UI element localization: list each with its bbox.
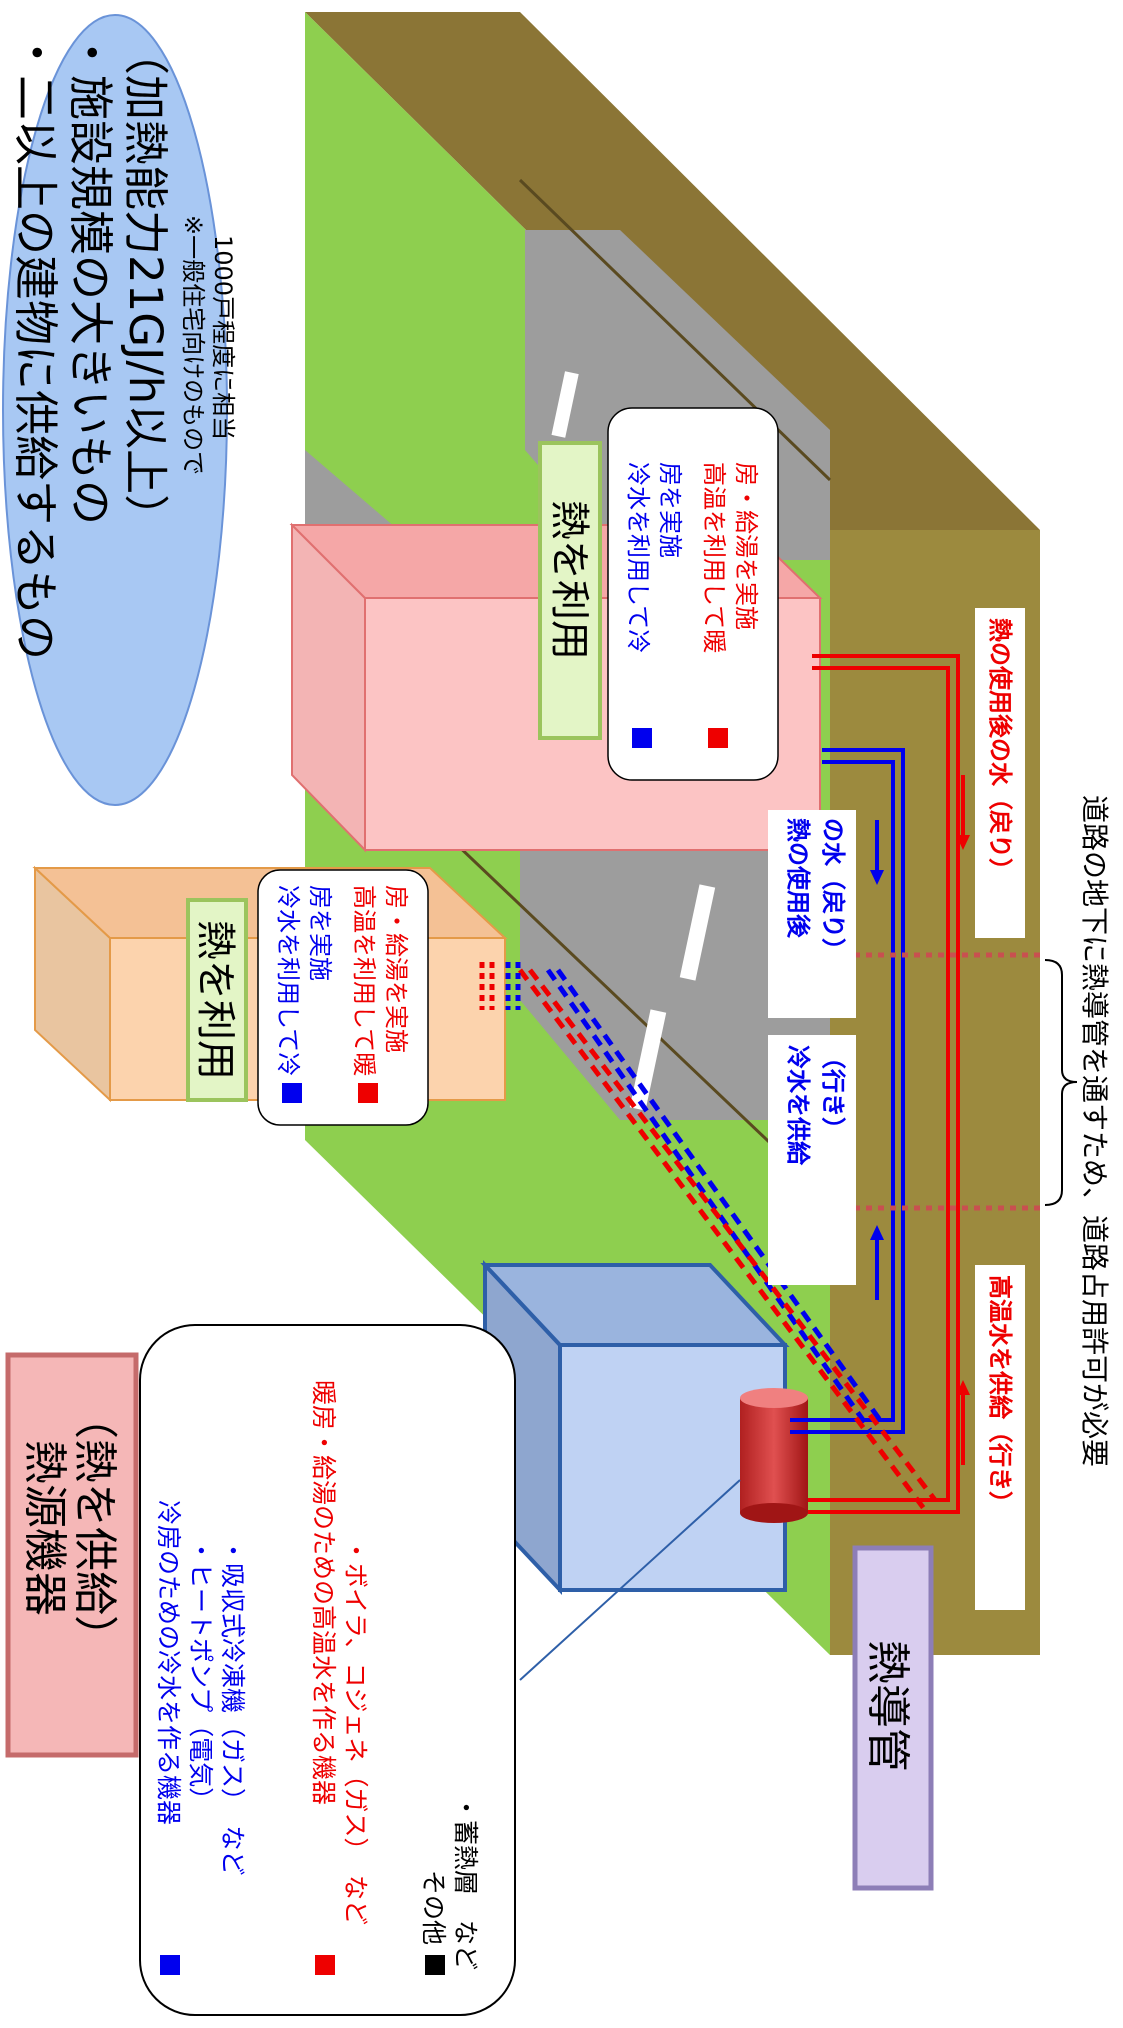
cold-supply-pipe <box>790 760 895 1422</box>
road-permit-brace <box>1044 959 1078 1206</box>
heat-other-head: その他 <box>419 1870 448 1945</box>
heat-source-title-box <box>5 1352 139 1758</box>
heat-use-orange: 熱を利用 冷水を利用して冷 房を実施 高温を利用して暖 房・給湯を実施 <box>186 869 429 1126</box>
use-cold-2: 房を実施 <box>306 885 334 981</box>
use-cold-1: 冷水を利用して冷 <box>274 885 302 1076</box>
cold-supply-label-2: （行き） <box>819 1045 847 1141</box>
heat-pipe-title: 熱導管 <box>862 1640 913 1772</box>
cold-arrow-down-head <box>870 870 884 885</box>
heat-pipe-title: 熱導管 <box>852 1545 934 1891</box>
heat-source-tank <box>740 1398 808 1513</box>
lane-marking <box>679 884 716 981</box>
heat-other-item1: ・蓄熱層 など <box>451 1795 480 1970</box>
heat-cold-item2: ・吸収式冷凍機（ガス） など <box>218 1538 247 1876</box>
heat-cold-item1: ・ヒートポンプ（電気） <box>186 1538 215 1812</box>
hot-square <box>315 1955 335 1975</box>
other-square <box>425 1955 445 1975</box>
pipe-labels: 冷水を供給 （行き） 熱の使用後 の水（戻り） 高温水を供給（行き） 熱の使用後… <box>768 608 1025 1610</box>
lane-marking <box>551 371 579 438</box>
cold-return-pipe <box>790 748 905 1434</box>
criteria-line2: ・施設規模の大きいもの <box>64 30 117 525</box>
heat-hot-head: 暖房・給湯のための高温水を作る機器 <box>309 1380 338 1805</box>
hot-supply-label: 高温水を供給（行き） <box>986 1275 1014 1515</box>
cold-square <box>632 728 652 748</box>
criteria-bubble: ・二以上の建物に供給するもの ・施設規模の大きいもの （加熱能力21GJ/h以上… <box>2 14 237 806</box>
heat-use-pink: 熱を利用 冷水を利用して冷 房を実施 高温を利用して暖 房・給湯を実施 <box>538 407 779 781</box>
use-hot-1: 高温を利用して暖 <box>350 885 378 1076</box>
use-hot-2: 房・給湯を実施 <box>382 885 410 1053</box>
heat-use-label: 熱を利用 <box>546 500 592 660</box>
pipe-to-orange-hot <box>528 968 937 1502</box>
tank-bottom <box>740 1503 808 1523</box>
callout-line <box>519 1479 741 1681</box>
tank-top <box>740 1388 808 1408</box>
hot-supply-label-box <box>975 1265 1025 1610</box>
hot-square <box>708 728 728 748</box>
cold-square <box>282 1083 302 1103</box>
heat-cold-head: 冷房のための冷水を作る機器 <box>154 1500 183 1825</box>
heat-source-description: 冷房のための冷水を作る機器 ・ヒートポンプ（電気） ・吸収式冷凍機（ガス） など… <box>139 1324 516 2016</box>
cold-return-label-box <box>768 810 856 1018</box>
hot-return-label: 熱の使用後の水（戻り） <box>986 618 1014 882</box>
cold-arrow-up-head <box>870 1225 884 1240</box>
pipe-to-orange-cold <box>545 968 873 1432</box>
hot-supply-pipe <box>808 666 950 1502</box>
cold-return-label-2: の水（戻り） <box>819 818 847 962</box>
heat-use-label: 熱を利用 <box>192 920 238 1080</box>
road-permit-note: 道路の地下に熱導管を通すため、道路占用許可が必要 <box>1078 795 1111 1467</box>
heat-source-desc-box <box>139 1324 516 2016</box>
heat-source-title-2: （熱を供給） <box>69 1395 120 1659</box>
criteria-note1: ※一般住宅向けのもので <box>179 215 207 475</box>
criteria-line1: ・二以上の建物に供給するもの <box>9 30 62 660</box>
pipes <box>479 654 1040 1514</box>
use-cold-1: 冷水を利用して冷 <box>624 462 652 653</box>
cold-supply-label-1: 冷水を供給 <box>784 1045 812 1166</box>
use-hot-1: 高温を利用して暖 <box>700 462 728 653</box>
heat-pipe-title-box <box>852 1545 934 1891</box>
cold-supply-label-box <box>768 1035 856 1285</box>
hot-return-pipe <box>808 654 960 1514</box>
soil-top-strip <box>305 12 1040 530</box>
hot-return-label-box <box>975 608 1025 938</box>
hot-arrow-up-head <box>956 1380 970 1395</box>
hot-arrow-down-head <box>956 835 970 850</box>
heat-use-label-box <box>186 898 248 1102</box>
use-cold-2: 房を実施 <box>656 462 684 558</box>
use-hot-2: 房・給湯を実施 <box>732 462 760 630</box>
criteria-note2: 1000戸程度に相当 <box>209 235 237 440</box>
pipe-to-orange-cold <box>555 968 883 1422</box>
criteria-ellipse <box>2 14 228 806</box>
plant-building <box>480 1259 808 1681</box>
pipe-to-orange-hot <box>518 968 927 1512</box>
hot-square <box>358 1083 378 1103</box>
use-note-box <box>607 407 779 781</box>
cold-return-label-1: 熱の使用後 <box>784 818 812 939</box>
use-note-box <box>257 869 429 1126</box>
heat-use-label-box <box>538 441 602 740</box>
building-side <box>480 1263 790 1347</box>
heat-hot-item1: ・ボイラ、コジェネ（ガス） など <box>341 1538 370 1925</box>
criteria-line3: （加熱能力21GJ/h以上） <box>119 30 172 539</box>
heat-source-title: 熱源機器 （熱を供給） <box>5 1352 139 1758</box>
heat-source-title-1: 熱源機器 <box>19 1440 70 1616</box>
cold-square <box>160 1955 180 1975</box>
